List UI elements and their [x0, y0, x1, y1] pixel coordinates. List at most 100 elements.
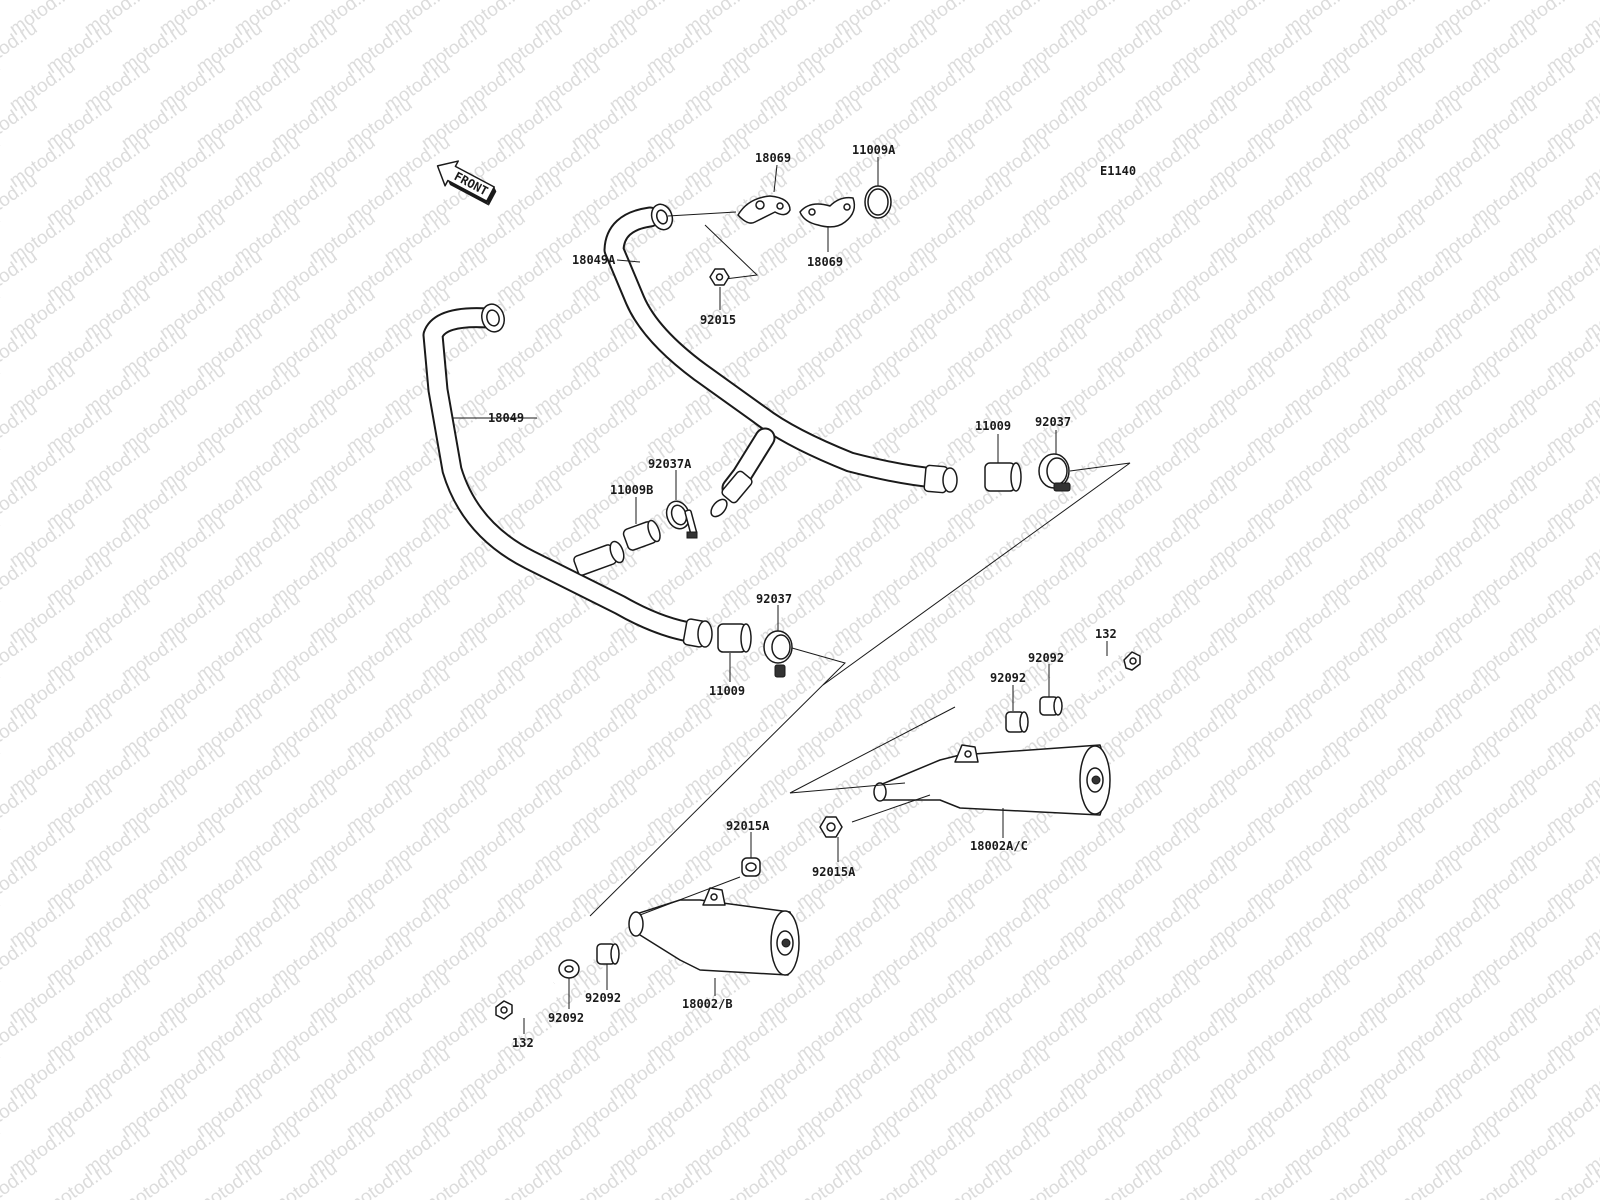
muffler-18002AC [789, 706, 1111, 823]
label-92092-left-b: 92092 [548, 1011, 584, 1025]
label-11009-right: 11009 [975, 419, 1011, 433]
label-132-right: 132 [1095, 627, 1117, 641]
exhaust-pipe-18049 [422, 303, 713, 648]
spacer-92092-right-a [1039, 696, 1063, 716]
watermark-text: motod.ru [0, 208, 4, 268]
watermark-text: motod.ru [793, 1158, 866, 1200]
watermark-text: motod.ru [0, 284, 4, 344]
bolt-132-right [1083, 651, 1141, 699]
spacer-92092-left-b [558, 959, 580, 979]
label-18002AC: 18002A/C [970, 839, 1028, 853]
watermark-text: motod.ru [868, 1158, 941, 1200]
spacer-92092-right-b [1005, 711, 1029, 733]
watermark-text: motod.ru [493, 1158, 566, 1200]
gasket-11009-mid [717, 623, 752, 653]
watermark-text: motod.ru [1243, 1158, 1316, 1200]
watermark-text: motod.ru [0, 550, 41, 610]
clamp-92037-right [822, 453, 1131, 686]
gasket-11009A [864, 185, 892, 219]
label-92037A: 92037A [648, 457, 692, 471]
label-132-left: 132 [512, 1036, 534, 1050]
watermark-text: motod.ru [0, 246, 41, 306]
watermark-text: motod.ru [0, 892, 4, 952]
nut-92015A-right [819, 816, 843, 838]
spacer-92092-left-a [596, 943, 620, 965]
watermark-text: motod.ru [0, 740, 4, 800]
watermark-text: motod.ru [0, 778, 41, 838]
watermark-text: motod.ru [0, 664, 4, 724]
nut-92015A-left [741, 857, 761, 877]
watermark-text: motod.ru [0, 18, 41, 78]
watermark-text: motod.ru [0, 360, 4, 420]
label-92037-mid: 92037 [756, 592, 792, 606]
bolt-132-left [495, 981, 555, 1020]
watermark-text: motod.ru [718, 1158, 791, 1200]
label-92015A-right: 92015A [812, 865, 856, 879]
label-11009B: 11009B [610, 483, 653, 497]
watermark-text: motod.ru [268, 1158, 341, 1200]
watermark-text: motod.ru [118, 1158, 191, 1200]
label-92015A-left: 92015A [726, 819, 770, 833]
gasket-11009B [622, 519, 661, 551]
bracket-18069-bottom [799, 196, 856, 228]
watermark-text: motod.ru [1318, 1158, 1391, 1200]
bracket-18069-top [667, 195, 791, 280]
label-92092-right-b: 92092 [990, 671, 1026, 685]
watermark-text: motod.ru [1018, 1158, 1091, 1200]
watermark-text: motod.ru [0, 512, 4, 572]
watermark-text: motod.ru [343, 1158, 416, 1200]
watermark-text: motod.ru [0, 436, 4, 496]
watermark-text: motod.ru [0, 854, 41, 914]
watermark-text: motod.ru [0, 398, 41, 458]
label-18069-top: 18069 [755, 151, 791, 165]
watermark-text: motod.ru [0, 626, 41, 686]
watermark-text: motod.ru [943, 1158, 1016, 1200]
watermark-text: motod.ru [193, 1158, 266, 1200]
watermark-text: motod.ru [1393, 1158, 1466, 1200]
watermark-text: motod.ru [0, 170, 41, 230]
watermark-text: motod.ru [1168, 1158, 1241, 1200]
watermark-text: motod.ru [0, 702, 41, 762]
watermark-text: motod.ru [0, 322, 41, 382]
exhaust-pipe-18049A [603, 203, 958, 518]
label-92037-right: 92037 [1035, 415, 1071, 429]
watermark-text: motod.ru [0, 816, 4, 876]
label-11009-mid: 11009 [709, 684, 745, 698]
watermark-text: motod.ru [43, 1158, 116, 1200]
gasket-11009-right [984, 462, 1022, 492]
label-11009A: 11009A [852, 143, 896, 157]
label-18069-bottom: 18069 [807, 255, 843, 269]
muffler-18002B [628, 876, 800, 976]
watermark-text: motod.ru [0, 1120, 4, 1180]
watermark-text: motod.ru [0, 56, 4, 116]
watermark-text: motod.ru [568, 1158, 641, 1200]
watermark-text: motod.ru [0, 930, 41, 990]
watermark-text: motod.ru [1468, 1158, 1541, 1200]
watermark-text: motod.ru [0, 968, 4, 1028]
leader-lines [453, 157, 1108, 1034]
watermark-text: motod.ru [643, 1158, 716, 1200]
watermark-text: motod.ru [0, 474, 41, 534]
label-18049A: 18049A [572, 253, 616, 267]
label-92092-left-a: 92092 [585, 991, 621, 1005]
label-18049: 18049 [488, 411, 524, 425]
part-labels: 18069 11009A 18069 92015 18049A 18049 11… [488, 143, 1117, 1050]
clamp-92037A [665, 500, 698, 539]
watermark-text: motod.ru [0, 1082, 41, 1142]
label-18002B: 18002/B [682, 997, 733, 1011]
watermark-text: motod.ru [0, 1044, 4, 1104]
clamp-92037-mid [589, 630, 846, 917]
watermark-text: motod.ru [1093, 1158, 1166, 1200]
watermark-text: motod.ru [0, 0, 4, 40]
label-92092-right-a: 92092 [1028, 651, 1064, 665]
nut-92015 [709, 268, 730, 286]
diagram-code: E1140 [1100, 164, 1136, 178]
watermark-text: motod.ru [0, 1006, 41, 1066]
label-92015: 92015 [700, 313, 736, 327]
watermark-text: motod.ru [418, 1158, 491, 1200]
watermark-text: motod.ru [0, 588, 4, 648]
watermark-text: motod.ru [0, 132, 4, 192]
